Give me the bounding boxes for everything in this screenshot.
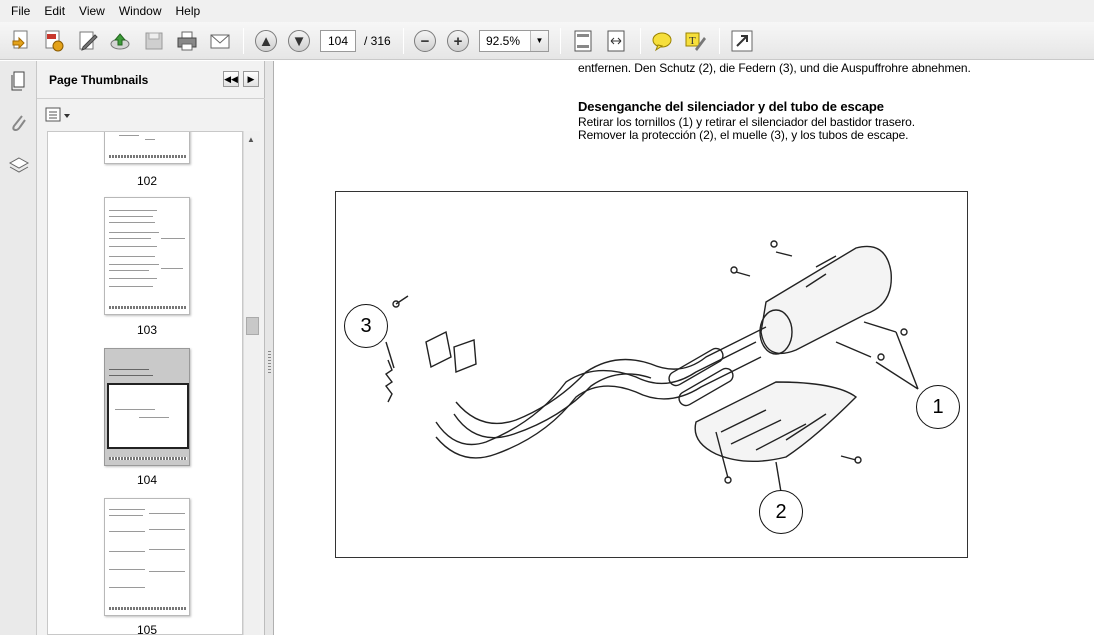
menu-file[interactable]: File <box>11 4 31 18</box>
doc-text-de: entfernen. Den Schutz (2), die Federn (3… <box>578 61 971 75</box>
email-icon[interactable] <box>206 27 234 55</box>
document-view[interactable]: entfernen. Den Schutz (2), die Federn (3… <box>275 61 1094 635</box>
edit-icon[interactable] <box>74 27 102 55</box>
doc-text-es-2: Remover la protección (2), el muelle (3)… <box>578 128 909 142</box>
full-screen-button[interactable] <box>728 27 756 55</box>
zoom-select[interactable]: 92.5% ▼ <box>479 30 549 52</box>
arrow-down-icon: ▼ <box>288 30 310 52</box>
print-icon[interactable] <box>173 27 201 55</box>
thumbnail-page-103[interactable] <box>104 197 190 315</box>
svg-text:T: T <box>689 35 696 47</box>
previous-page-button[interactable]: ▲ <box>252 27 280 55</box>
fit-page-button[interactable] <box>569 27 597 55</box>
save-icon[interactable] <box>140 27 168 55</box>
toolbar: ▲ ▼ 104 / 316 − + 92.5% ▼ T <box>0 22 1094 60</box>
thumbnail-page-102[interactable] <box>104 132 190 164</box>
page-number-input[interactable]: 104 <box>320 30 356 52</box>
thumbnail-page-105[interactable] <box>104 498 190 616</box>
create-pdf-icon[interactable] <box>8 27 36 55</box>
expand-right-icon[interactable]: ▶ <box>243 71 259 87</box>
pane-splitter[interactable] <box>265 61 274 635</box>
highlight-text-icon: T <box>685 32 706 51</box>
expand-icon <box>731 30 753 52</box>
thumbnail-scrollbar[interactable]: ▲ <box>243 131 260 635</box>
exhaust-drawing <box>384 240 919 493</box>
panel-title: Page Thumbnails <box>49 73 149 87</box>
layers-icon[interactable] <box>7 154 31 178</box>
zoom-in-button[interactable]: + <box>444 27 472 55</box>
doc-heading-es: Desenganche del silenciador y del tubo d… <box>578 99 884 114</box>
menu-bar: File Edit View Window Help <box>0 0 1094 22</box>
menu-edit[interactable]: Edit <box>44 4 66 18</box>
chevron-down-icon[interactable]: ▼ <box>530 31 548 51</box>
current-view-frame[interactable] <box>107 383 189 449</box>
page-thumbnails-icon[interactable] <box>7 69 31 93</box>
zoom-out-button[interactable]: − <box>411 27 439 55</box>
callout-3: 3 <box>344 304 388 348</box>
callout-2: 2 <box>759 490 803 534</box>
fit-width-icon <box>607 30 625 52</box>
scroll-thumb[interactable] <box>246 317 259 335</box>
upload-icon[interactable] <box>106 27 134 55</box>
navigation-pane-strip <box>0 61 37 635</box>
menu-view[interactable]: View <box>79 4 105 18</box>
thumbnail-label: 104 <box>136 473 158 487</box>
thumbnail-label: 102 <box>136 174 158 188</box>
next-page-button[interactable]: ▼ <box>285 27 313 55</box>
comment-button[interactable] <box>648 27 676 55</box>
grip-icon <box>268 351 271 373</box>
exhaust-diagram: 3 1 2 <box>335 191 968 558</box>
attachments-icon[interactable] <box>7 111 31 135</box>
scroll-up-icon[interactable]: ▲ <box>247 135 255 144</box>
menu-help[interactable]: Help <box>175 4 201 18</box>
page-total: / 316 <box>364 34 391 48</box>
pdf-settings-icon[interactable] <box>40 27 68 55</box>
thumbnail-page-104[interactable] <box>104 348 190 466</box>
doc-text-es-1: Retirar los tornillos (1) y retirar el s… <box>578 115 915 129</box>
menu-window[interactable]: Window <box>118 4 162 18</box>
callout-1: 1 <box>916 385 960 429</box>
collapse-left-icon[interactable]: ◀◀ <box>223 71 239 87</box>
fit-page-icon <box>574 30 592 52</box>
thumbnail-label: 103 <box>136 323 158 337</box>
highlight-button[interactable]: T <box>681 27 709 55</box>
thumbnail-label: 105 <box>136 623 158 635</box>
fit-width-button[interactable] <box>602 27 630 55</box>
options-menu-icon[interactable] <box>45 106 73 124</box>
comment-icon <box>652 32 672 52</box>
zoom-value: 92.5% <box>486 34 521 48</box>
arrow-up-icon: ▲ <box>255 30 277 52</box>
panel-header: Page Thumbnails ◀◀ ▶ <box>37 61 265 99</box>
thumbnail-list: 102 103 104 <box>47 131 243 635</box>
plus-icon: + <box>447 30 469 52</box>
minus-icon: − <box>414 30 436 52</box>
thumbnail-options-bar <box>37 99 265 130</box>
